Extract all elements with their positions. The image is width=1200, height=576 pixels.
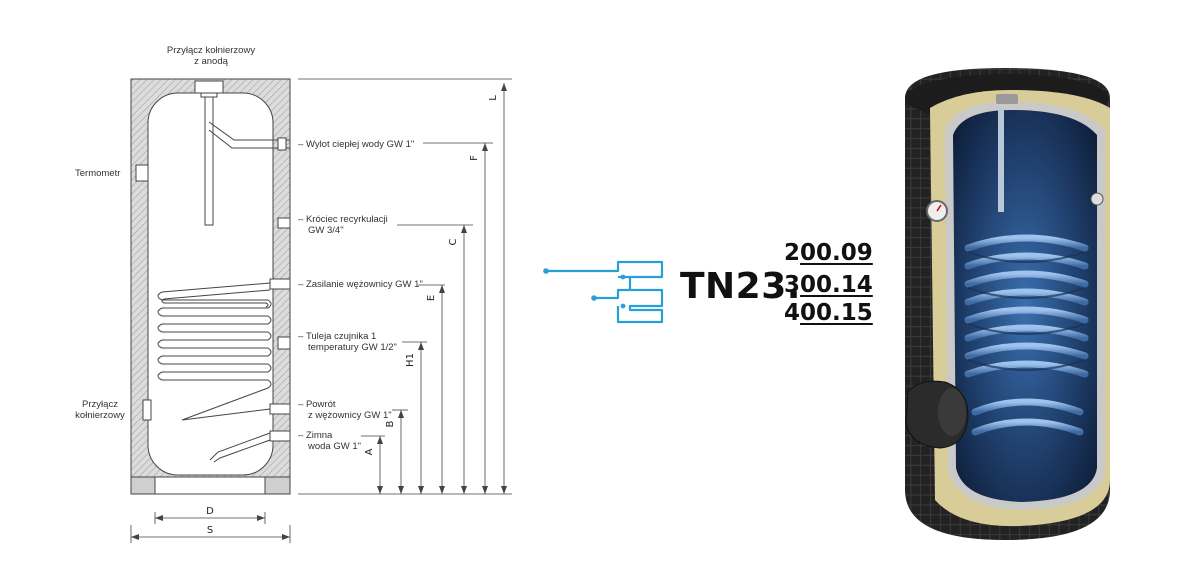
side-flange [142, 399, 152, 421]
model-variant-200: 200.09 [784, 240, 873, 266]
dim-label-e: E [426, 295, 437, 301]
dim-label-c: C [448, 238, 459, 245]
label-flange: Przyłącz kołnierzowy [75, 399, 125, 421]
model-variant-300: 300.14 [784, 272, 873, 298]
dim-label-d: D [206, 506, 214, 517]
label-cold-water: – Zimna woda GW 1" [298, 430, 362, 452]
label-coil-return: – Powrót z wężownicy GW 1" [298, 399, 392, 421]
heating-coil [157, 282, 272, 421]
label-anode-flange: Przyłącz kołnierzowy z anodą [166, 45, 256, 67]
label-sensor-sleeve: – Tuleja czujnika 1 temperatury GW 1/2" [298, 331, 397, 353]
dim-label-h1: H1 [405, 353, 416, 367]
label-thermometer: Termometr [75, 168, 121, 179]
dim-label-f: F [469, 155, 480, 161]
coil-windings [964, 234, 1089, 436]
label-recirculation: – Króciec recyrkulacji GW 3/4" [298, 214, 388, 236]
thermometer-socket [135, 164, 149, 182]
dim-label-a: A [364, 448, 375, 455]
anode-rod [204, 96, 214, 226]
dim-label-b: B [385, 420, 396, 427]
model-prefix: TN23. [680, 266, 801, 307]
label-coil-supply: – Zasilanie wężownicy GW 1" [298, 279, 423, 290]
dim-label-s: S [207, 525, 213, 536]
dim-label-l: L [488, 95, 499, 101]
model-variant-400: 400.15 [784, 300, 873, 326]
tank-interior [953, 110, 1097, 502]
label-hot-water-outlet: – Wylot ciepłej wody GW 1" [298, 139, 415, 150]
